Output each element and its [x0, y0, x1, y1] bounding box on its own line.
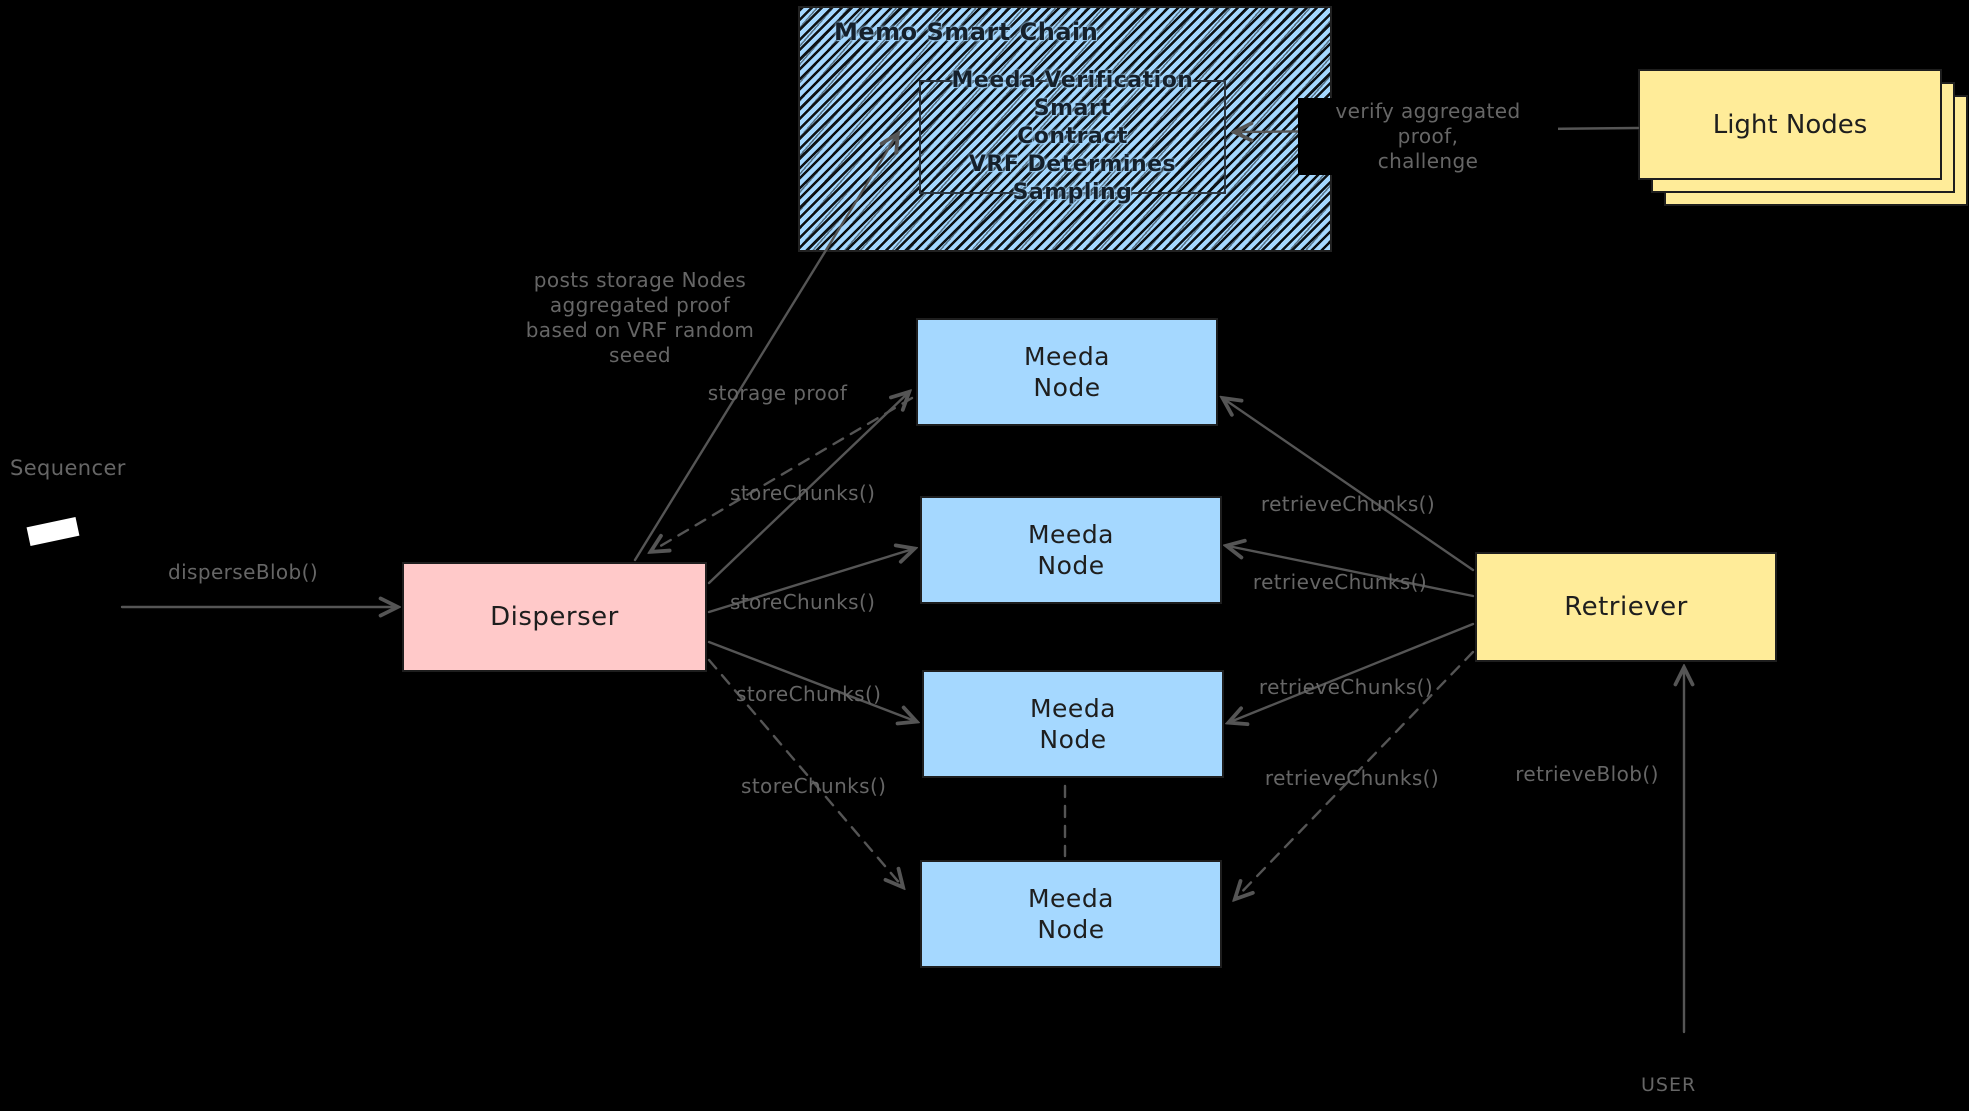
posts-proof-line2: aggregated proof	[549, 293, 731, 317]
posts-proof-line1: posts storage Nodes	[533, 268, 747, 292]
posts-proof-line3: based on VRF random	[525, 318, 755, 342]
memo-smart-chain-title: Memo Smart Chain	[834, 18, 1099, 46]
sequencer-label: Sequencer	[10, 456, 126, 480]
retriever-label: Retriever	[1564, 592, 1688, 622]
meeda-node-4-line1: Meeda	[1027, 884, 1115, 913]
store-chunks-label-2: storeChunks()	[730, 590, 876, 614]
posts-proof-line4: seeed	[608, 343, 672, 367]
meeda-node-3-line1: Meeda	[1029, 694, 1117, 723]
user-label: USER	[1641, 1074, 1697, 1096]
retriever-box: Retriever	[1475, 552, 1777, 662]
meeda-node-1-line2: Node	[1033, 373, 1101, 402]
verify-proof-line2: challenge	[1377, 149, 1479, 173]
meeda-node-1-box: Meeda Node	[916, 318, 1218, 426]
meeda-node-2-label: Meeda Node	[1028, 519, 1114, 581]
verify-proof-line1: verify aggregated proof,	[1335, 99, 1521, 148]
disperse-blob-label: disperseBlob()	[168, 560, 319, 584]
meeda-node-2-line1: Meeda	[1027, 520, 1115, 549]
verify-proof-label: verify aggregated proof, challenge	[1298, 98, 1558, 175]
light-nodes-box: Light Nodes	[1638, 69, 1942, 180]
meeda-node-1-label: Meeda Node	[1024, 341, 1110, 403]
disperser-label: Disperser	[490, 602, 619, 632]
retrieve-chunks-label-2: retrieveChunks()	[1252, 570, 1428, 594]
retrieve-chunks-label-4: retrieveChunks()	[1264, 766, 1440, 790]
retrieve-chunks-label-3: retrieveChunks()	[1258, 675, 1434, 699]
light-nodes-label: Light Nodes	[1712, 109, 1868, 140]
meeda-node-3-box: Meeda Node	[922, 670, 1224, 778]
meeda-node-1-line1: Meeda	[1023, 342, 1111, 371]
meeda-node-2-line2: Node	[1037, 551, 1105, 580]
meeda-node-2-box: Meeda Node	[920, 496, 1222, 604]
disperser-box: Disperser	[402, 562, 707, 672]
meeda-node-4-label: Meeda Node	[1028, 883, 1114, 945]
retrieve-chunks-label-1: retrieveChunks()	[1260, 492, 1436, 516]
meeda-node-4-box: Meeda Node	[920, 860, 1222, 968]
store-chunks-label-3: storeChunks()	[736, 682, 882, 706]
meeda-node-4-line2: Node	[1037, 915, 1105, 944]
posts-proof-label: posts storage Nodes aggregated proof bas…	[520, 268, 760, 368]
meeda-verification-contract-box: Meeda Verification Smart Contract VRF De…	[919, 68, 1226, 205]
contract-line-3: VRF Determines Sampling	[968, 152, 1177, 205]
retrieve-blob-label: retrieveBlob()	[1515, 762, 1659, 786]
meeda-node-3-line2: Node	[1039, 725, 1107, 754]
store-chunks-label-1: storeChunks()	[730, 481, 876, 505]
contract-line-1: Meeda Verification Smart	[951, 68, 1194, 121]
store-chunks-label-4: storeChunks()	[741, 774, 887, 798]
contract-line-2: Contract	[1017, 124, 1128, 149]
storage-proof-label: storage proof	[707, 381, 848, 405]
meeda-node-3-label: Meeda Node	[1030, 693, 1116, 755]
